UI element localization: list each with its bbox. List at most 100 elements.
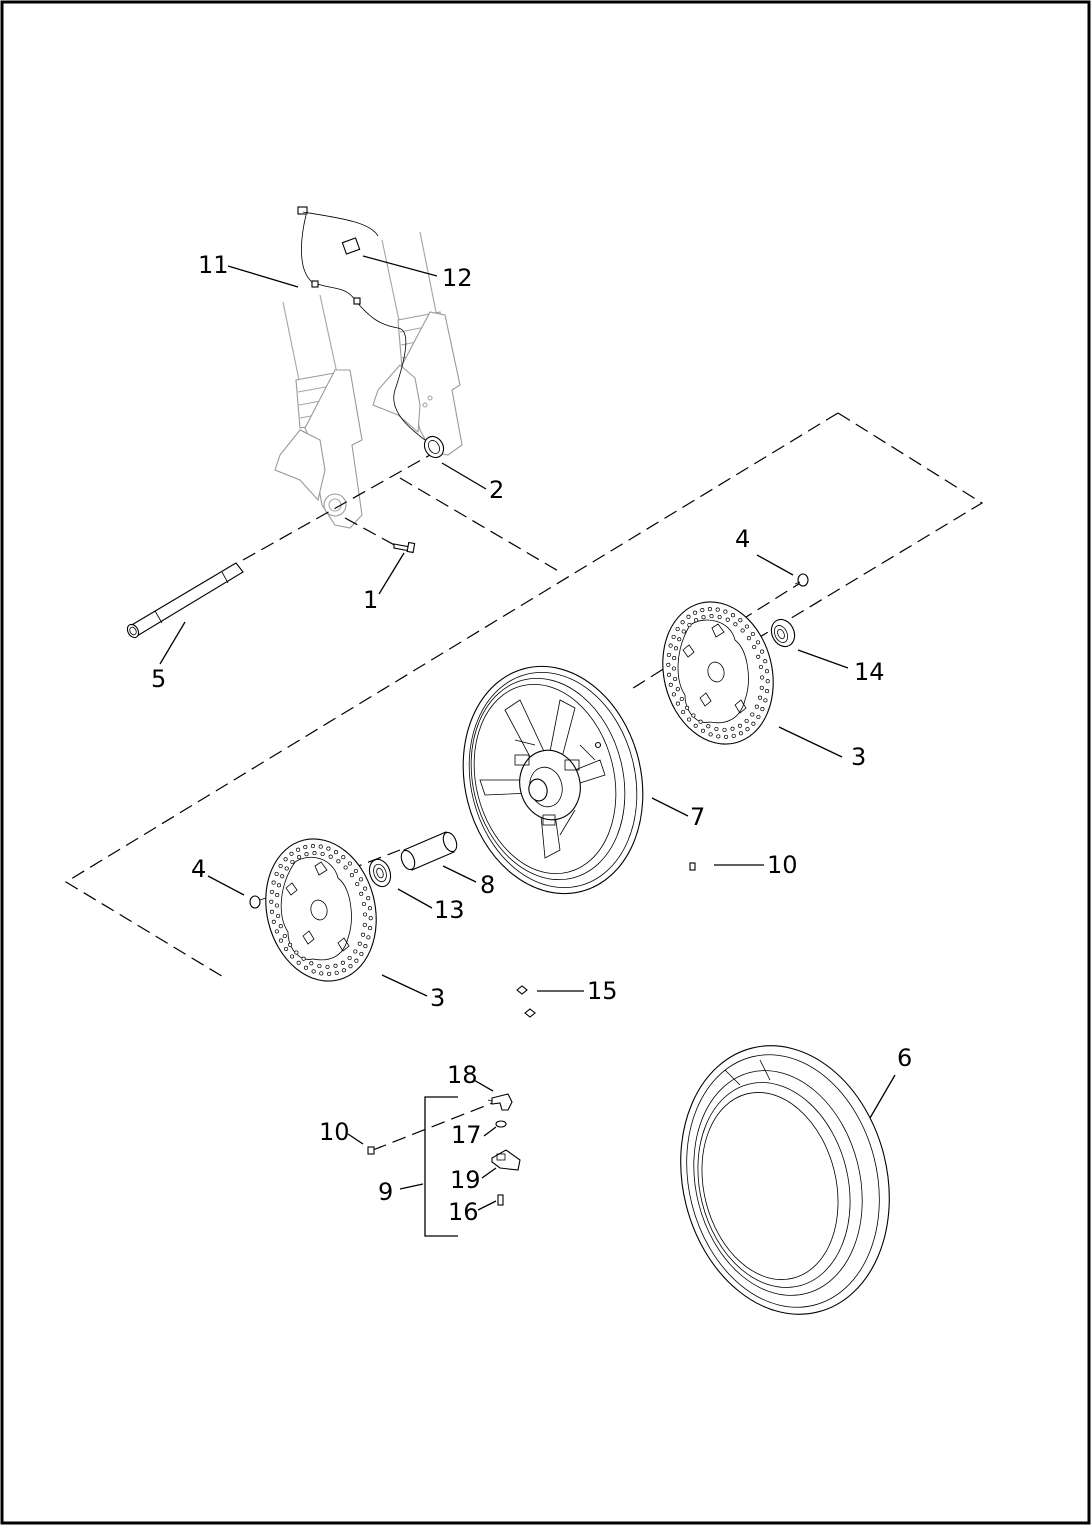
disc-vent-hole <box>700 608 705 613</box>
disc-vent-hole <box>673 646 679 651</box>
disc-vent-hole <box>758 664 763 670</box>
disc-vent-hole <box>707 607 712 612</box>
disc-vent-hole <box>363 944 368 949</box>
disc-vent-hole <box>296 847 301 852</box>
wheel-speed-sensor-harness <box>297 206 426 441</box>
disc-vent-hole <box>716 734 721 739</box>
disc-vent-hole <box>706 724 711 729</box>
disc-vent-hole <box>276 883 282 888</box>
disc-vent-hole <box>755 640 761 645</box>
disc-vent-hole <box>274 871 279 876</box>
disc-vent-hole <box>760 649 765 654</box>
disc-vent-hole <box>353 949 358 954</box>
disc-vent-hole <box>675 687 680 692</box>
disc-vent-hole <box>737 723 742 728</box>
disc-vent-hole <box>297 855 302 860</box>
callout-10-wheel: 10 <box>767 851 798 879</box>
disc-vent-hole <box>282 933 287 939</box>
disc-vent-hole <box>296 960 301 965</box>
callout-1: 1 <box>363 586 378 614</box>
callout-3-upper: 3 <box>851 743 866 771</box>
disc-vent-hole <box>354 958 359 963</box>
disc-vent-hole <box>361 901 366 907</box>
disc-vent-hole <box>668 682 673 687</box>
disc-vent-hole <box>687 717 692 722</box>
disc-vent-hole <box>367 906 373 911</box>
disc-vent-hole <box>366 896 371 901</box>
disc-vent-hole <box>666 672 672 677</box>
disc-vent-hole <box>363 912 368 917</box>
disc-vent-hole <box>745 727 750 732</box>
disc-vent-hole <box>740 628 745 633</box>
callout-4-upper: 4 <box>735 525 750 553</box>
disc-vent-hole <box>666 652 671 657</box>
disc-vent-hole <box>269 909 275 914</box>
disc-vent-hole <box>357 941 362 946</box>
front-fork-assembly <box>274 231 463 529</box>
disc-vent-hole <box>725 617 730 622</box>
disc-vent-hole <box>680 620 685 625</box>
callout-7: 7 <box>690 803 705 831</box>
disc-vent-hole <box>341 968 346 973</box>
disc-vent-hole <box>360 932 366 937</box>
disc-vent-hole <box>672 656 677 661</box>
disc-vent-hole <box>334 970 339 975</box>
disc-vent-hole <box>341 855 346 860</box>
disc-vent-hole <box>763 698 768 703</box>
disc-vent-hole <box>304 852 309 857</box>
disc-vent-hole <box>675 626 680 632</box>
disc-vent-hole <box>694 618 699 623</box>
wheel-balance-weights <box>516 985 536 1018</box>
disc-vent-hole <box>708 732 713 737</box>
callout-2: 2 <box>489 476 504 504</box>
disc-vent-hole <box>319 971 324 976</box>
callout-10-tpms: 10 <box>319 1118 350 1146</box>
disc-vent-hole <box>685 705 690 710</box>
disc-vent-hole <box>368 926 373 931</box>
callout-14: 14 <box>854 658 885 686</box>
disc-vent-hole <box>366 935 371 940</box>
disc-vent-hole <box>701 615 706 620</box>
disc-vent-hole <box>289 851 294 856</box>
disc-vent-hole <box>309 961 314 966</box>
disc-vent-hole <box>303 965 309 970</box>
leader-lines <box>159 255 896 1211</box>
callout-15: 15 <box>587 977 618 1005</box>
disc-vent-hole <box>355 881 360 887</box>
disc-vent-hole <box>751 721 756 726</box>
disc-vent-hole <box>744 718 749 724</box>
disc-vent-hole <box>284 946 289 952</box>
disc-vent-hole <box>328 854 333 859</box>
disc-vent-hole <box>317 963 322 969</box>
disc-screw-right <box>794 573 809 587</box>
disc-vent-hole <box>310 844 315 849</box>
disc-vent-hole <box>764 669 770 674</box>
disc-vent-hole <box>274 903 279 908</box>
disc-vent-hole <box>752 644 757 650</box>
callout-17: 17 <box>451 1121 482 1149</box>
disc-vent-hole <box>278 863 283 869</box>
disc-vent-hole <box>698 719 703 724</box>
disc-vent-hole <box>280 874 285 879</box>
disc-vent-hole <box>759 685 764 690</box>
disc-vent-hole <box>738 731 743 736</box>
callout-13: 13 <box>434 896 465 924</box>
disc-vent-hole <box>347 861 352 866</box>
disc-vent-hole <box>675 701 681 706</box>
disc-vent-hole <box>348 964 353 969</box>
callout-12: 12 <box>442 264 473 292</box>
disc-vent-hole <box>765 689 770 694</box>
disc-vent-hole <box>290 859 295 865</box>
disc-vent-hole <box>353 868 358 874</box>
assembly-centerlines <box>64 412 984 1151</box>
disc-vent-hole <box>349 873 354 878</box>
disc-vent-hole <box>668 643 673 648</box>
disc-vent-hole <box>362 922 367 927</box>
disc-vent-hole <box>756 714 761 720</box>
disc-vent-hole <box>709 614 714 619</box>
disc-vent-hole <box>723 609 728 614</box>
disc-vent-hole <box>671 692 676 697</box>
disc-vent-hole <box>303 845 308 850</box>
front-axle <box>126 562 244 639</box>
disc-vent-hole <box>730 726 735 731</box>
